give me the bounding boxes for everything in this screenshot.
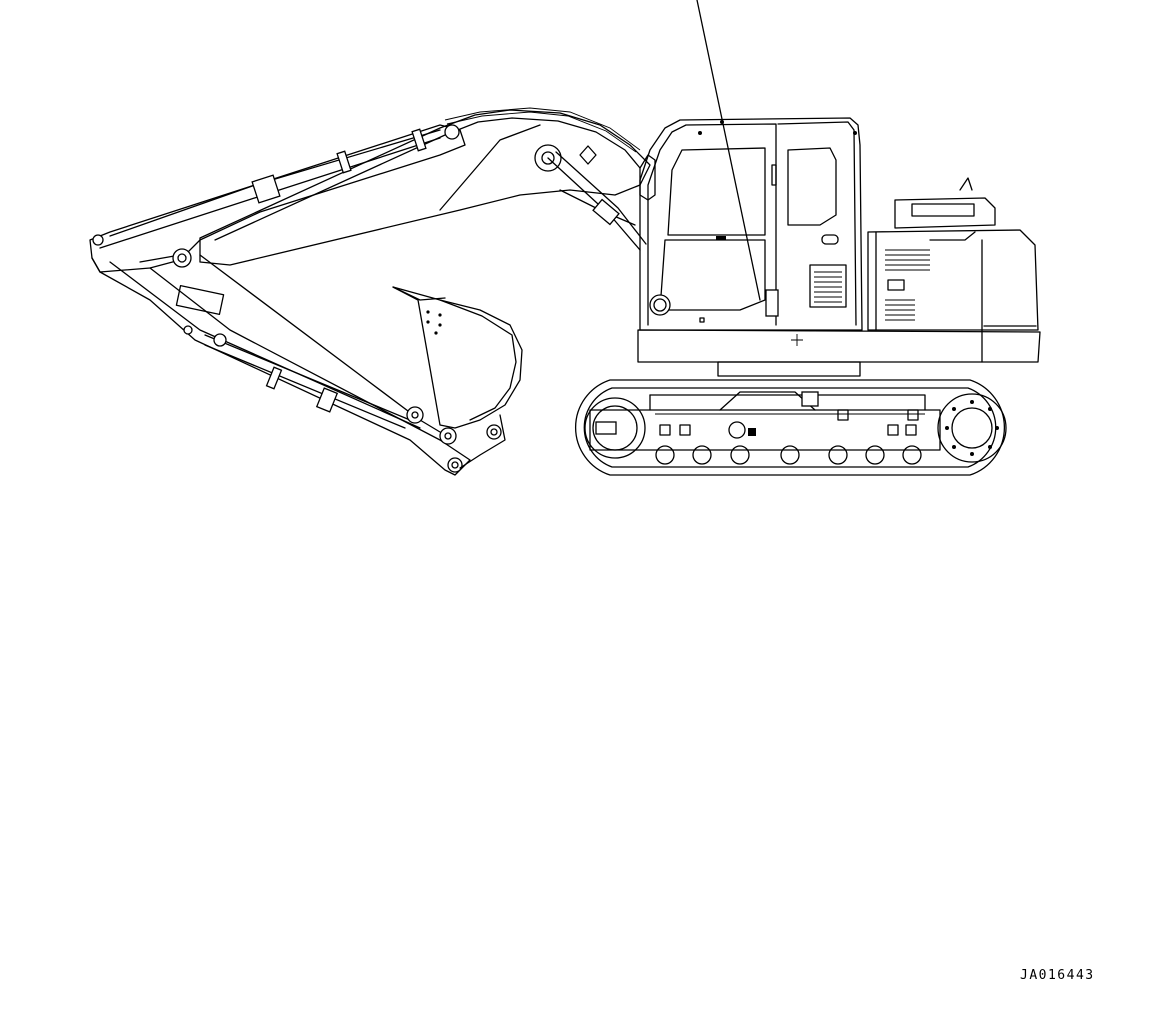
drawing-code: JA016443 xyxy=(1020,968,1095,983)
upper-structure xyxy=(637,177,1041,377)
cab xyxy=(639,117,863,331)
bucket xyxy=(392,286,523,469)
arm xyxy=(89,124,466,273)
sprocket-bolts xyxy=(945,400,999,456)
side-grill xyxy=(885,249,930,321)
track-rollers xyxy=(655,445,922,465)
undercarriage xyxy=(574,379,1007,476)
arm-lower xyxy=(91,254,502,476)
boom-cylinder xyxy=(547,151,647,251)
leader-line xyxy=(696,0,761,301)
